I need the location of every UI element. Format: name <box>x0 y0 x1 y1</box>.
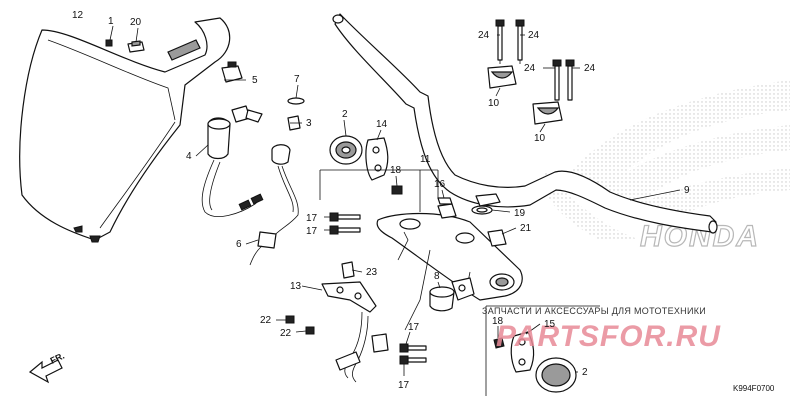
part-label[interactable]: 2 <box>342 109 348 120</box>
part-label[interactable]: 17 <box>398 380 410 391</box>
handlebar-holder-lower <box>429 286 455 312</box>
nut-18-top <box>391 185 403 195</box>
honda-wing-logo <box>540 80 790 240</box>
part-label[interactable]: 12 <box>72 10 84 21</box>
part-label[interactable]: 1 <box>108 16 114 27</box>
part-label[interactable]: 18 <box>492 316 504 327</box>
handlebar-holder-upper-left <box>487 19 525 89</box>
handlebar-holder-upper-right <box>532 59 575 125</box>
stem-nut-top <box>475 193 501 207</box>
key-cylinder <box>221 61 243 83</box>
diagram-code: K994F0700 <box>733 384 775 393</box>
leader-lines <box>109 25 681 376</box>
cable-guide <box>335 311 389 383</box>
nut-16 <box>437 197 453 205</box>
switch-harness <box>249 144 299 266</box>
part-label[interactable]: 16 <box>434 179 446 190</box>
part-label[interactable]: 20 <box>130 17 142 28</box>
part-label[interactable]: 24 <box>528 30 540 41</box>
headlight-cover <box>19 17 231 243</box>
part-label[interactable]: 7 <box>294 74 300 85</box>
part-label[interactable]: 4 <box>186 151 192 162</box>
shop-tagline: ЗАПЧАСТИ И АКСЕССУАРЫ ДЛЯ МОТОТЕХНИКИ <box>482 306 706 316</box>
part-label[interactable]: 6 <box>236 239 242 250</box>
part-label[interactable]: 22 <box>260 315 272 326</box>
part-label[interactable]: 24 <box>524 63 536 74</box>
part-labels: 12 1 20 5 7 3 4 6 2 14 18 11 16 19 21 17… <box>72 10 690 391</box>
ignition-switch <box>201 105 264 217</box>
bolt-17-upper <box>329 212 361 235</box>
part-label[interactable]: 23 <box>366 267 378 278</box>
part-label[interactable]: 15 <box>544 319 556 330</box>
part-label[interactable]: 3 <box>306 118 312 129</box>
part-label[interactable]: 5 <box>252 75 258 86</box>
part-label[interactable]: 13 <box>290 281 302 292</box>
part-label[interactable]: 10 <box>534 133 546 144</box>
part-label[interactable]: 17 <box>408 322 420 333</box>
nut-1 <box>105 39 113 47</box>
part-label[interactable]: 19 <box>514 208 526 219</box>
bolt-22 <box>285 315 315 335</box>
bracket-13 <box>321 261 377 313</box>
grommet-20 <box>127 40 145 53</box>
front-direction-arrow <box>28 359 63 384</box>
part-label[interactable]: 22 <box>280 328 292 339</box>
shop-brand-logo: PARTSFOR.RU <box>496 320 721 353</box>
part-label[interactable]: 8 <box>434 271 440 282</box>
part-label[interactable]: 17 <box>306 213 318 224</box>
nut-18-inset <box>493 337 505 349</box>
part-label[interactable]: 14 <box>376 119 388 130</box>
top-cap-2 <box>329 135 363 165</box>
part-label[interactable]: 2 <box>582 367 588 378</box>
top-bridge <box>376 203 523 331</box>
handlebar <box>332 13 718 234</box>
bracket-14 <box>365 137 389 181</box>
bracket-lower <box>451 277 475 301</box>
part-label[interactable]: 17 <box>306 226 318 237</box>
part-label[interactable]: 21 <box>520 223 532 234</box>
part-label[interactable]: 24 <box>478 30 490 41</box>
part-label[interactable]: 9 <box>684 185 690 196</box>
washer-19 <box>471 205 493 215</box>
cap-2-inset <box>535 357 577 393</box>
part-label[interactable]: 11 <box>420 154 431 165</box>
part-label[interactable]: 18 <box>390 165 402 176</box>
part-label[interactable]: 24 <box>584 63 596 74</box>
oring-7 <box>287 97 305 105</box>
front-direction-label: FR. <box>49 351 66 366</box>
inset-box <box>485 305 600 396</box>
bolt-17-lower <box>399 343 427 365</box>
part-label[interactable]: 10 <box>488 98 500 109</box>
plate-15 <box>510 331 535 373</box>
